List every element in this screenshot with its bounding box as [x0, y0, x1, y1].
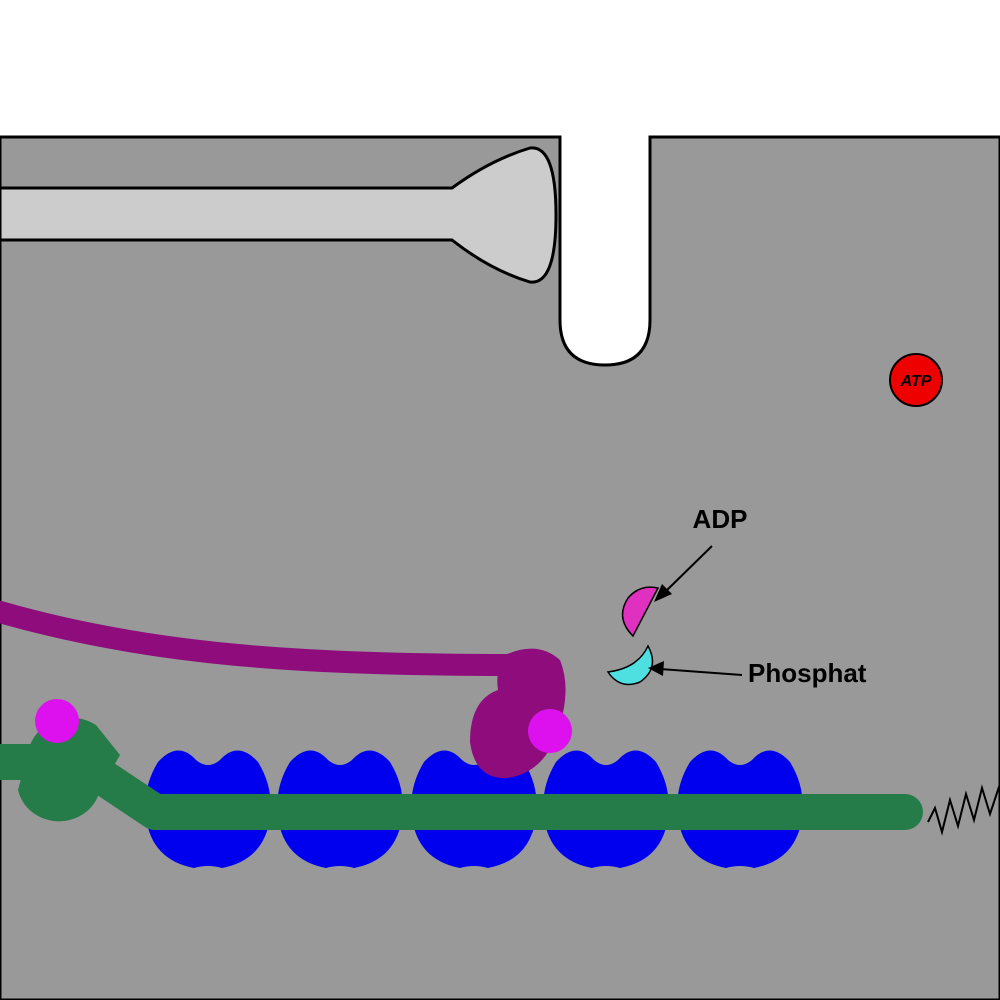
adp-arrow-head	[654, 584, 672, 602]
atp-circle	[889, 353, 943, 407]
myosin-tail	[0, 601, 531, 676]
troponin-body	[18, 717, 120, 822]
spring-z-line	[927, 783, 1000, 836]
adp-arrow	[664, 545, 713, 593]
troponin-complex	[18, 699, 120, 822]
adp-label: ADP	[693, 504, 748, 534]
phosphate-label: Phosphat	[748, 658, 867, 688]
phosphate-arrow	[659, 668, 743, 676]
adp-molecule	[621, 586, 660, 638]
phosphate-molecule	[606, 644, 654, 686]
anchor-stem	[0, 146, 558, 284]
calcium-ion-head	[528, 709, 572, 753]
phosphate-arrow-head	[648, 661, 664, 676]
atp-molecule: ATP	[889, 353, 943, 407]
calcium-ion	[35, 699, 79, 743]
atp-label: ATP	[900, 373, 932, 390]
